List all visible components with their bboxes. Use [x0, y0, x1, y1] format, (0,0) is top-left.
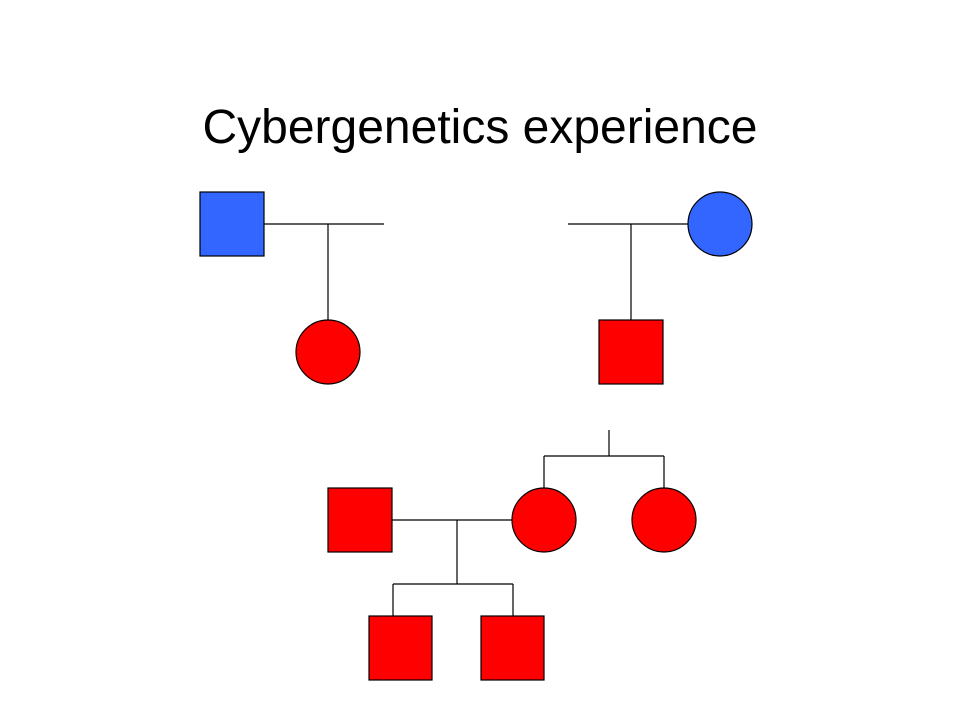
affected-male-symbol-grandson-1 [368, 615, 433, 681]
unaffected-male-symbol [199, 191, 265, 257]
affected-female-symbol-sibling [631, 487, 697, 553]
affected-male-symbol-husband [327, 487, 393, 553]
unaffected-female-symbol [687, 191, 753, 257]
affected-male-symbol-grandson-2 [480, 615, 545, 681]
affected-female-symbol [295, 319, 361, 385]
affected-female-symbol-daughter [511, 487, 577, 553]
affected-male-symbol [598, 319, 664, 385]
slide-title: Cybergenetics experience [202, 101, 758, 154]
